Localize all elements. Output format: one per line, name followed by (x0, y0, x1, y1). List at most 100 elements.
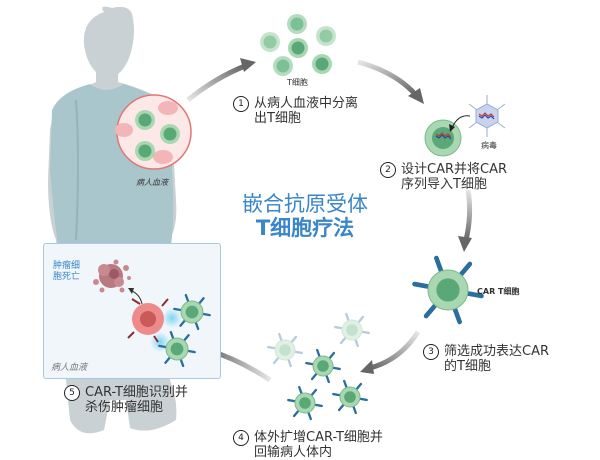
car-receptor (182, 334, 190, 342)
car-receptor (290, 335, 298, 344)
title-line-1: 嵌合抗原受体 (242, 192, 368, 216)
car-receptor (267, 345, 277, 350)
tumor-death-label-line-2: 胞死亡 (53, 272, 81, 282)
car-receptor (337, 403, 345, 412)
cell-nucleus (317, 360, 329, 372)
car-receptor (345, 312, 350, 322)
car-receptor (179, 358, 185, 368)
patient-blood-label: 病人血液 (136, 178, 168, 187)
car-receptor (313, 403, 323, 408)
car-receptor (423, 302, 438, 319)
step-number-badge: 1 (233, 96, 249, 112)
car-t-cell-label: CAR T细胞 (477, 287, 520, 296)
car-t-cell (287, 385, 323, 421)
cell-nucleus (344, 391, 356, 403)
car-receptor (169, 330, 175, 340)
car-receptor (458, 261, 473, 278)
car-receptor (278, 332, 283, 342)
virus-icon (468, 95, 506, 137)
blood-sample-magnifier (115, 94, 192, 170)
step-4: 4 体外扩增CAR-T细胞并回输病人体内 (233, 430, 383, 460)
car-t-cell (305, 348, 341, 384)
car-receptor (307, 411, 312, 421)
car-receptor (412, 281, 431, 289)
step-text-line-1: 从病人血液中分离 (254, 96, 359, 111)
car-receptor (339, 336, 347, 345)
arrow-head-2 (408, 88, 424, 104)
car-receptor (334, 325, 344, 330)
cell-membrane (341, 319, 363, 341)
car-receptor (355, 382, 363, 391)
arrow-head-1 (240, 58, 256, 72)
car-t-cell (158, 330, 196, 368)
step-text-line-1: CAR-T细胞识别并 (85, 385, 188, 400)
cell-nucleus (170, 342, 184, 356)
car-receptor (465, 291, 484, 299)
car-receptor (352, 405, 357, 415)
step-text-line-2: 的T细胞 (444, 359, 491, 374)
car-receptor (197, 297, 205, 305)
car-receptor (158, 344, 168, 349)
dead-tumor-cell (93, 259, 131, 293)
car-receptor (179, 319, 187, 327)
step-text-line-2: 杀伤肿瘤细胞 (85, 400, 164, 415)
patient-blood-panel (43, 243, 221, 379)
car-receptor (434, 255, 444, 274)
car-receptor (360, 330, 370, 335)
killing-scene (93, 259, 211, 368)
car-receptor (201, 312, 211, 317)
car-receptor (293, 350, 303, 355)
car-receptor (343, 379, 348, 389)
car-t-cell (334, 312, 370, 348)
tumor-cell (127, 298, 169, 343)
cell-nucleus (185, 305, 199, 319)
step-number-badge: 3 (423, 344, 439, 360)
panel-blood-label: 病人血液 (51, 363, 88, 373)
car-receptor (173, 307, 183, 312)
car-receptor (452, 306, 462, 325)
car-t-cell (332, 379, 368, 415)
tumor-death-label: 肿瘤细 胞死亡 (53, 261, 80, 283)
cell-membrane (274, 339, 296, 361)
car-t-cell (173, 293, 211, 331)
cell-nucleus (299, 397, 311, 409)
step-1: 1 从病人血液中分离出T细胞 (233, 96, 358, 126)
cell-with-car-gene (424, 115, 471, 157)
arrow-head-4 (360, 360, 374, 374)
diagram-title: 嵌合抗原受体 T细胞疗法 (240, 192, 370, 240)
car-receptor (328, 351, 336, 360)
car-receptor (164, 356, 172, 364)
car-receptor (186, 349, 196, 354)
car-receptor (357, 315, 365, 324)
car-receptor (298, 385, 303, 395)
car-receptor (332, 392, 342, 397)
car-receptor (272, 356, 280, 365)
cell-nucleus (279, 344, 291, 356)
car-receptor (316, 348, 321, 358)
car-receptor (292, 409, 300, 418)
car-receptor (194, 321, 200, 331)
car-receptor (287, 358, 292, 368)
car-receptor (287, 398, 297, 403)
step-number-badge: 4 (233, 430, 249, 446)
step-text-line-2: 回输病人体内 (254, 445, 333, 460)
t-cell-cluster (260, 14, 336, 76)
title-line-2: T细胞疗法 (255, 216, 355, 240)
car-t-cell (412, 255, 484, 325)
cell-nucleus (436, 278, 460, 302)
cell-nucleus (346, 324, 358, 336)
car-receptor (310, 388, 318, 397)
car-t-cell (267, 332, 303, 368)
step-text-line-1: 体外扩增CAR-T细胞并 (254, 430, 383, 445)
arrow-head-3 (458, 236, 472, 252)
t-cells-label: T细胞 (287, 78, 308, 87)
car-t-cell-expansion (267, 312, 370, 421)
step-text-line-1: 筛选成功表达CAR (444, 344, 550, 359)
car-receptor (331, 366, 341, 371)
car-receptor (325, 374, 330, 384)
step-text-line-2: 序列导入T细胞 (401, 177, 487, 192)
step-number-badge: 5 (64, 385, 80, 401)
step-number-badge: 2 (380, 162, 396, 178)
